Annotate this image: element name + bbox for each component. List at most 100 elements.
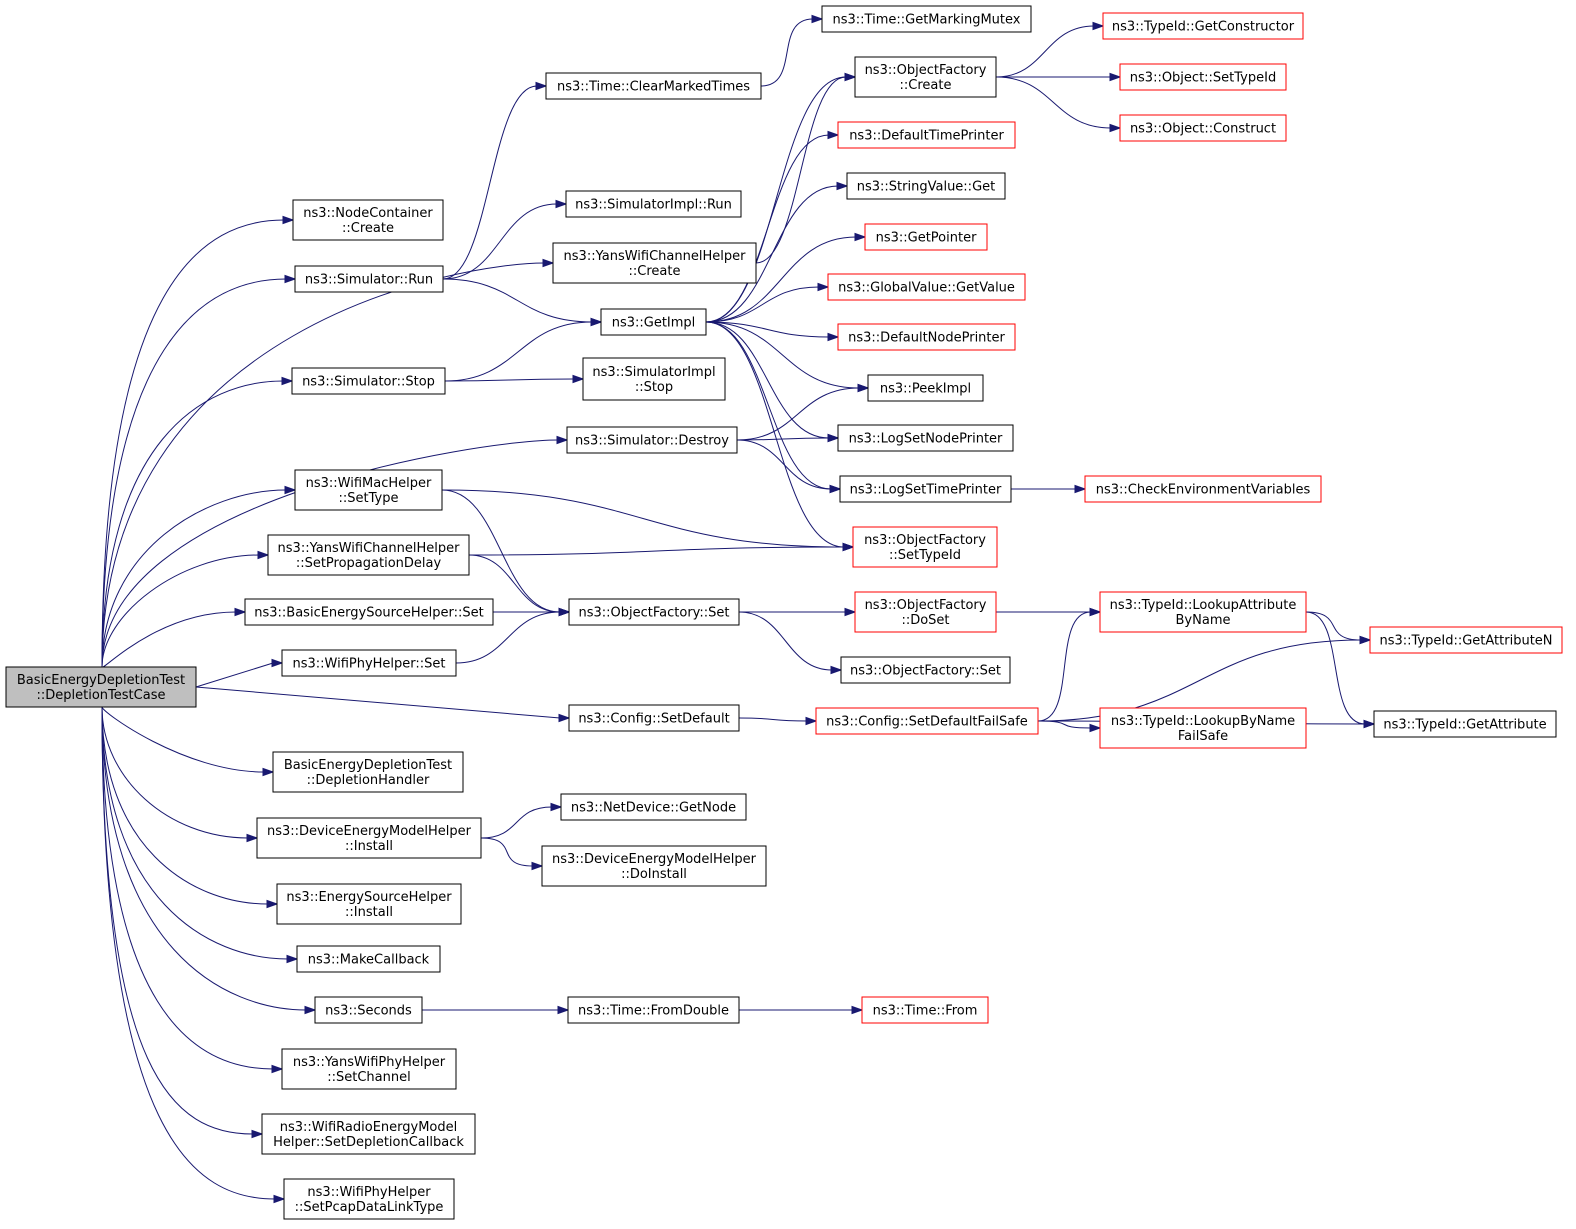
node-time_clear[interactable]: ns3::Time::ClearMarkedTimes <box>545 72 762 100</box>
edge-getimpl-to-def_nodeprinter <box>705 321 840 342</box>
edge-line <box>736 437 830 441</box>
edge-of_create-to-tid_getctor <box>995 21 1105 78</box>
node-getpointer[interactable]: ns3::GetPointer <box>864 223 988 251</box>
edge-line <box>101 706 289 960</box>
node-label: ns3::DeviceEnergyModelHelper <box>552 852 757 867</box>
edge-line <box>101 706 276 1200</box>
node-box <box>281 649 457 677</box>
node-time_from[interactable]: ns3::Time::From <box>861 996 989 1024</box>
node-wmh_settype[interactable]: ns3::WifiMacHelper::SetType <box>294 469 443 511</box>
node-ywch_create[interactable]: ns3::YansWifiChannelHelper::Create <box>552 242 757 284</box>
node-box <box>1099 707 1307 749</box>
edge-sim_run-to-time_clear <box>442 81 548 280</box>
node-box <box>840 656 1011 684</box>
node-box <box>821 5 1032 33</box>
node-esh_install[interactable]: ns3::EnergySourceHelper::Install <box>276 883 462 925</box>
node-wremh_setcb[interactable]: ns3::WifiRadioEnergyModelHelper::SetDepl… <box>261 1113 476 1155</box>
edge-arrowhead <box>829 484 842 494</box>
edge-line <box>705 185 839 323</box>
node-label: ::Install <box>345 839 393 854</box>
node-obj_settypeid[interactable]: ns3::Object::SetTypeId <box>1119 63 1287 91</box>
node-label: ::Create <box>900 78 952 93</box>
node-time_markmutex[interactable]: ns3::Time::GetMarkingMutex <box>821 5 1032 33</box>
edge-arrowhead <box>246 833 259 843</box>
node-box <box>1119 114 1287 142</box>
edge-arrowhead <box>271 1064 284 1074</box>
node-label: ns3::GlobalValue::GetValue <box>838 281 1015 296</box>
node-obj_construct[interactable]: ns3::Object::Construct <box>1119 114 1287 142</box>
edge-arrowhead <box>558 713 571 723</box>
node-box <box>839 475 1012 503</box>
node-gv_getvalue[interactable]: ns3::GlobalValue::GetValue <box>827 273 1026 301</box>
node-label: ::Create <box>629 264 681 279</box>
node-label: ::Stop <box>635 380 673 395</box>
edge-line <box>195 686 561 719</box>
node-besh_set[interactable]: ns3::BasicEnergySourceHelper::Set <box>244 598 494 626</box>
node-label: ns3::TypeId::GetAttributeN <box>1379 634 1552 649</box>
node-simimpl_stop[interactable]: ns3::SimulatorImpl::Stop <box>582 357 726 401</box>
edge-time_fromdouble-to-time_from <box>739 1005 864 1015</box>
node-of_doset[interactable]: ns3::ObjectFactory::DoSet <box>854 591 997 633</box>
node-tid_getctor[interactable]: ns3::TypeId::GetConstructor <box>1102 12 1304 40</box>
node-def_nodeprinter[interactable]: ns3::DefaultNodePrinter <box>837 323 1016 351</box>
node-layer: BasicEnergyDepletionTest::DepletionTestC… <box>5 5 1563 1220</box>
edge-line <box>705 321 845 548</box>
node-wph_set[interactable]: ns3::WifiPhyHelper::Set <box>281 649 457 677</box>
node-tid_getattrn[interactable]: ns3::TypeId::GetAttributeN <box>1369 626 1563 654</box>
node-label: BasicEnergyDepletionTest <box>17 673 185 688</box>
node-ywch_setprop[interactable]: ns3::YansWifiChannelHelper::SetPropagati… <box>267 534 470 576</box>
node-label: ns3::WifiPhyHelper::Set <box>292 657 445 672</box>
node-nc_create[interactable]: ns3::NodeContainer::Create <box>292 199 444 241</box>
edge-getimpl-to-sv_get <box>705 181 849 323</box>
node-root[interactable]: BasicEnergyDepletionTest::DepletionTestC… <box>5 666 197 708</box>
edge-cfg_setdeffs-to-tid_lookupname <box>1037 720 1102 733</box>
edge-root-to-nc_create <box>101 215 295 668</box>
node-demh_install[interactable]: ns3::DeviceEnergyModelHelper::Install <box>256 817 482 859</box>
node-log_nodeprinter[interactable]: ns3::LogSetNodePrinter <box>837 424 1014 452</box>
node-peekimpl[interactable]: ns3::PeekImpl <box>867 374 984 402</box>
edge-arrowhead <box>550 802 563 812</box>
node-bedt_handler[interactable]: BasicEnergyDepletionTest::DepletionHandl… <box>272 751 464 793</box>
node-checkenv[interactable]: ns3::CheckEnvironmentVariables <box>1084 475 1322 503</box>
node-of_create[interactable]: ns3::ObjectFactory::Create <box>854 56 997 98</box>
node-def_timeprinter[interactable]: ns3::DefaultTimePrinter <box>837 121 1016 149</box>
node-of_set[interactable]: ns3::ObjectFactory::Set <box>568 598 740 626</box>
edge-line <box>995 25 1095 78</box>
edge-arrowhead <box>1359 635 1372 645</box>
node-makecb[interactable]: ns3::MakeCallback <box>296 945 441 973</box>
node-tid_getattr[interactable]: ns3::TypeId::GetAttribute <box>1373 710 1557 738</box>
edge-line <box>755 76 847 264</box>
node-label: ns3::Object::SetTypeId <box>1130 71 1276 86</box>
node-demh_doinstall[interactable]: ns3::DeviceEnergyModelHelper::DoInstall <box>541 845 767 887</box>
node-label: ns3::SimulatorImpl::Run <box>575 198 732 213</box>
node-cfg_setdeffs[interactable]: ns3::Config::SetDefaultFailSafe <box>815 707 1039 735</box>
node-wph_pcap[interactable]: ns3::WifiPhyHelper::SetPcapDataLinkType <box>283 1178 455 1220</box>
node-box <box>560 793 747 821</box>
edge-line <box>101 219 285 668</box>
node-log_timeprinter[interactable]: ns3::LogSetTimePrinter <box>839 475 1012 503</box>
node-sim_stop[interactable]: ns3::Simulator::Stop <box>291 367 446 395</box>
node-box <box>600 308 707 336</box>
node-of_set2[interactable]: ns3::ObjectFactory::Set <box>840 656 1011 684</box>
edge-of_set-to-of_doset <box>739 607 857 617</box>
node-label: ns3::PeekImpl <box>880 382 971 397</box>
node-cfg_setdef[interactable]: ns3::Config::SetDefault <box>568 704 740 732</box>
node-sim_run[interactable]: ns3::Simulator::Run <box>294 265 444 293</box>
edge-getimpl-to-gv_getvalue <box>705 282 830 323</box>
node-seconds[interactable]: ns3::Seconds <box>314 996 423 1024</box>
node-getimpl[interactable]: ns3::GetImpl <box>600 308 707 336</box>
node-of_settypeid[interactable]: ns3::ObjectFactory::SetTypeId <box>852 526 998 568</box>
node-sv_get[interactable]: ns3::StringValue::Get <box>846 172 1006 200</box>
node-ywph_setch[interactable]: ns3::YansWifiPhyHelper::SetChannel <box>281 1048 457 1090</box>
node-sim_destroy[interactable]: ns3::Simulator::Destroy <box>566 426 738 454</box>
node-label: ::DoInstall <box>621 867 687 882</box>
edge-arrowhead <box>557 1005 570 1015</box>
node-simimpl_run[interactable]: ns3::SimulatorImpl::Run <box>565 190 742 218</box>
node-label: ns3::GetPointer <box>876 231 977 246</box>
node-netdev_getnode[interactable]: ns3::NetDevice::GetNode <box>560 793 747 821</box>
node-box <box>261 1113 476 1155</box>
node-time_fromdouble[interactable]: ns3::Time::FromDouble <box>567 996 740 1024</box>
node-box <box>827 273 1026 301</box>
